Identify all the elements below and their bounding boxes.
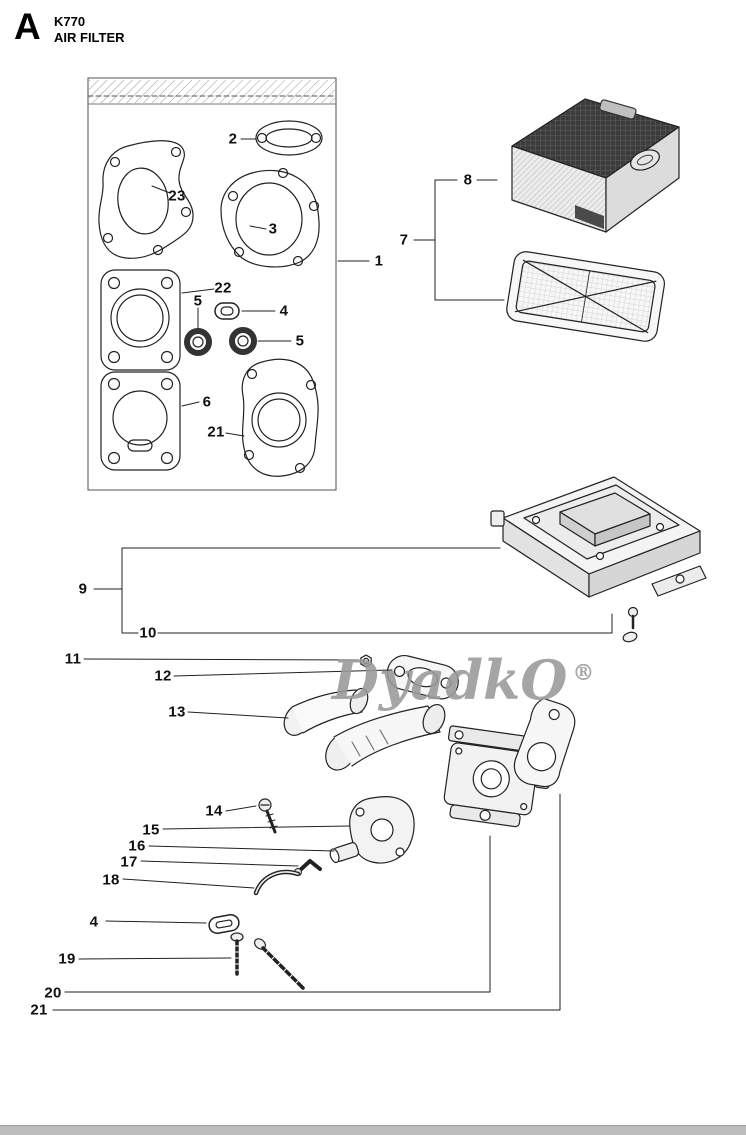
callout-16: 16: [128, 837, 146, 855]
gasket-kit-bag: [87, 77, 337, 491]
gasket-part-21a: [241, 358, 319, 477]
fuel-hose-part-18: [253, 869, 301, 896]
gasket-part-22: [100, 269, 181, 371]
callout-13: 13: [168, 703, 186, 721]
air-filter-cover: [511, 98, 680, 233]
callout-15: 15: [142, 821, 160, 839]
callout-10: 10: [139, 624, 157, 642]
oil-seal-part-5b: [229, 327, 257, 355]
bottom-bar: [0, 1125, 746, 1135]
air-filter-element: [506, 251, 665, 342]
callout-14: 14: [205, 802, 223, 820]
callout-6: 6: [202, 393, 212, 411]
callout-19: 19: [58, 950, 76, 968]
air-filter-base: [490, 476, 707, 643]
callout-2: 2: [228, 130, 238, 148]
seal-ring-part-4a: [214, 302, 240, 320]
callout-17: 17: [120, 853, 138, 871]
callout-4a: 4: [279, 302, 289, 320]
callout-8: 8: [463, 171, 473, 189]
callout-5a: 5: [193, 292, 203, 310]
flange-gasket-part-12: [386, 655, 459, 700]
model-number: K770: [54, 14, 86, 29]
callout-9: 9: [78, 580, 88, 598]
page-title: AIR FILTER: [54, 30, 125, 45]
intake-boot: [325, 703, 446, 771]
partition-plate-part-15: [349, 795, 415, 864]
leader-lines: [52, 138, 613, 1011]
callout-21a: 21: [207, 423, 225, 441]
clip-part-10: [622, 631, 638, 643]
seal-ring-part-4b: [208, 914, 240, 934]
nut-part-11: [360, 654, 372, 668]
callout-5b: 5: [295, 332, 305, 350]
callout-20: 20: [44, 984, 62, 1002]
screw-part-19a: [230, 932, 244, 976]
gasket-part-2: [255, 120, 323, 156]
screw-part-19b: [253, 938, 305, 990]
screw-part-14: [258, 798, 278, 834]
gasket-part-23: [98, 140, 194, 259]
oil-seal-part-5a: [184, 328, 212, 356]
callout-3: 3: [268, 220, 278, 238]
gasket-part-3: [220, 167, 320, 268]
callout-4b: 4: [89, 913, 99, 931]
section-letter: A: [14, 6, 41, 47]
callout-21b: 21: [30, 1001, 48, 1019]
callout-18: 18: [102, 871, 120, 889]
intake-tube-part-13: [283, 687, 369, 736]
callout-12: 12: [154, 667, 172, 685]
callout-23: 23: [168, 187, 186, 205]
gasket-part-6: [100, 371, 181, 471]
callout-11: 11: [64, 650, 82, 668]
base-screw: [627, 606, 639, 630]
callout-7: 7: [399, 231, 409, 249]
heat-shield-plate: [513, 697, 576, 788]
callout-22: 22: [214, 279, 232, 297]
sleeve-part-16: [329, 842, 360, 864]
callout-1: 1: [374, 252, 384, 270]
